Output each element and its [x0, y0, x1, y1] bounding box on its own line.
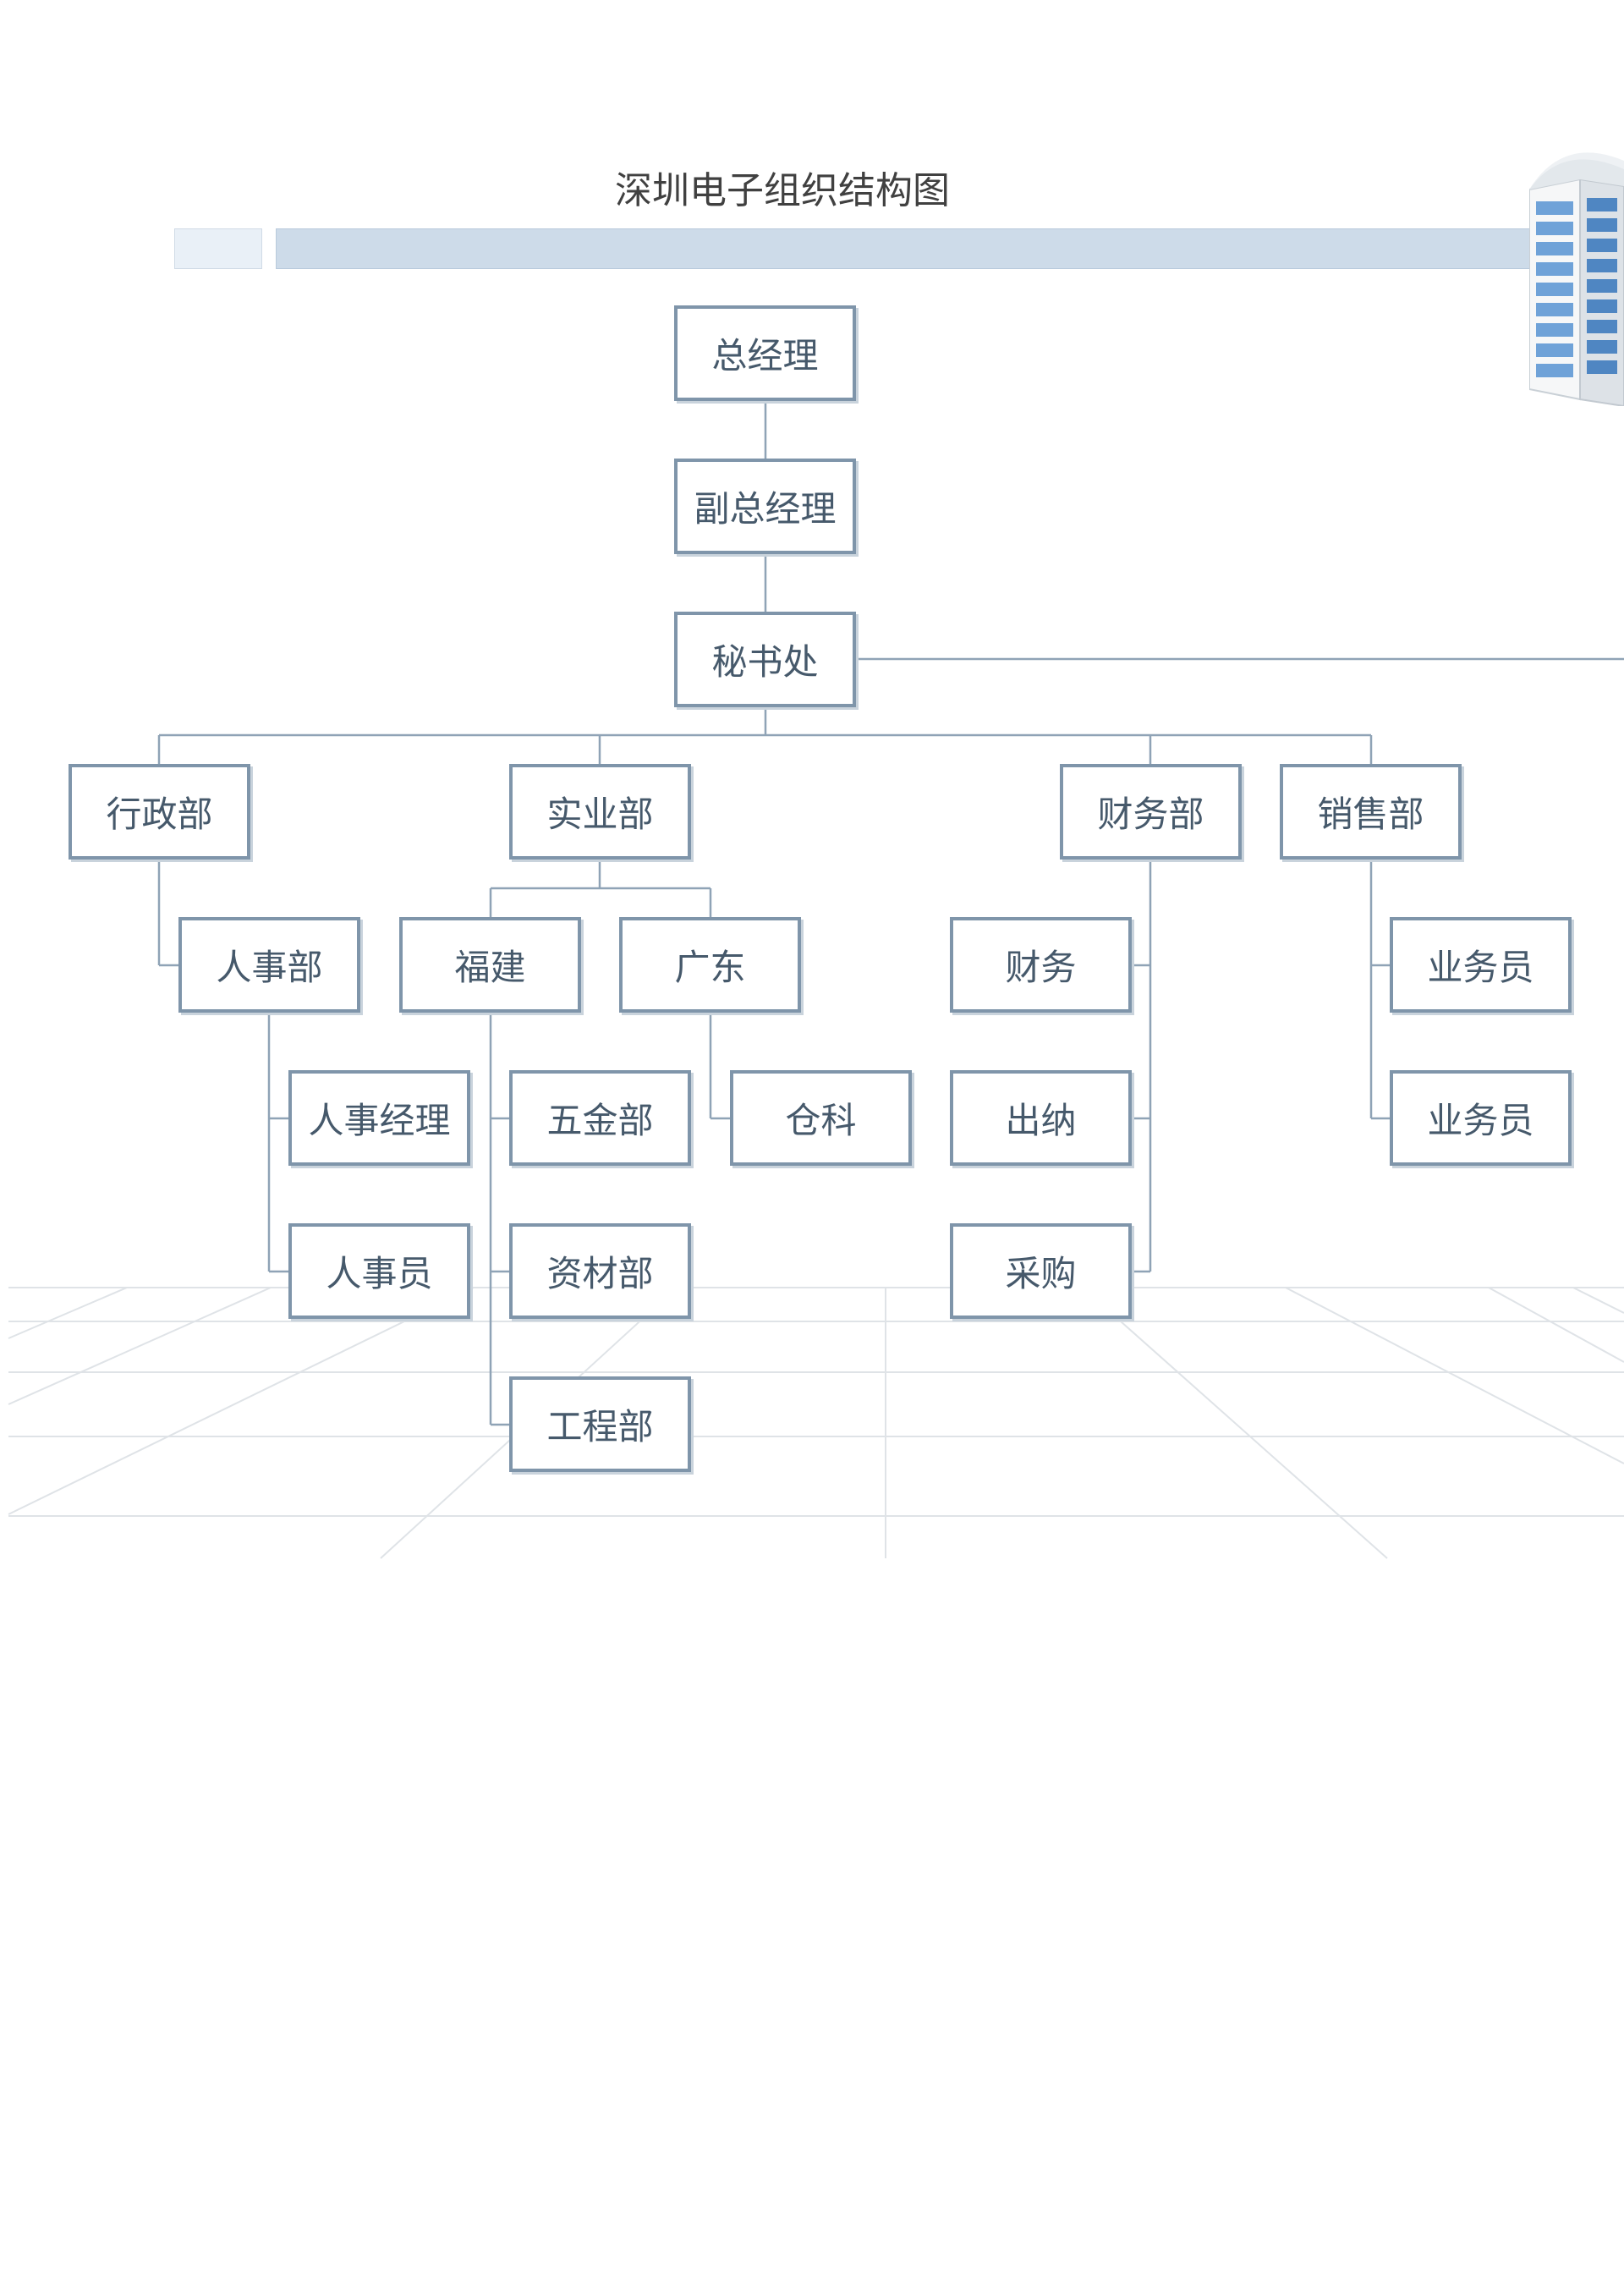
node-deputy-general-manager[interactable]: 副总经理 [674, 459, 856, 554]
node-salesperson-2[interactable]: 业务员 [1390, 1070, 1572, 1166]
node-industry-dept[interactable]: 实业部 [509, 764, 691, 860]
node-fujian[interactable]: 福建 [399, 917, 581, 1013]
node-secretariat[interactable]: 秘书处 [674, 612, 856, 707]
node-engineering-dept[interactable]: 工程部 [509, 1376, 691, 1472]
node-guangdong[interactable]: 广东 [619, 917, 801, 1013]
node-finance[interactable]: 财务 [950, 917, 1132, 1013]
node-sales-dept[interactable]: 销售部 [1280, 764, 1462, 860]
chart-title: 深圳电子组织结构图 [615, 169, 950, 212]
title-banner-bar [276, 228, 1561, 269]
node-purchasing[interactable]: 采购 [950, 1223, 1132, 1319]
node-admin-dept[interactable]: 行政部 [69, 764, 250, 860]
node-cashier[interactable]: 出纳 [950, 1070, 1132, 1166]
node-hardware-dept[interactable]: 五金部 [509, 1070, 691, 1166]
node-hr-manager[interactable]: 人事经理 [288, 1070, 470, 1166]
node-hr-dept[interactable]: 人事部 [178, 917, 360, 1013]
floor-grid [8, 1287, 1624, 1559]
node-materials-dept[interactable]: 资材部 [509, 1223, 691, 1319]
node-warehouse[interactable]: 仓科 [730, 1070, 912, 1166]
node-general-manager[interactable]: 总经理 [674, 305, 856, 401]
office-building-icon [1529, 152, 1624, 406]
connectors [157, 401, 1624, 1426]
node-hr-staff[interactable]: 人事员 [288, 1223, 470, 1319]
title-banner-tab [174, 228, 262, 269]
node-salesperson-1[interactable]: 业务员 [1390, 917, 1572, 1013]
node-finance-dept[interactable]: 财务部 [1060, 764, 1242, 860]
